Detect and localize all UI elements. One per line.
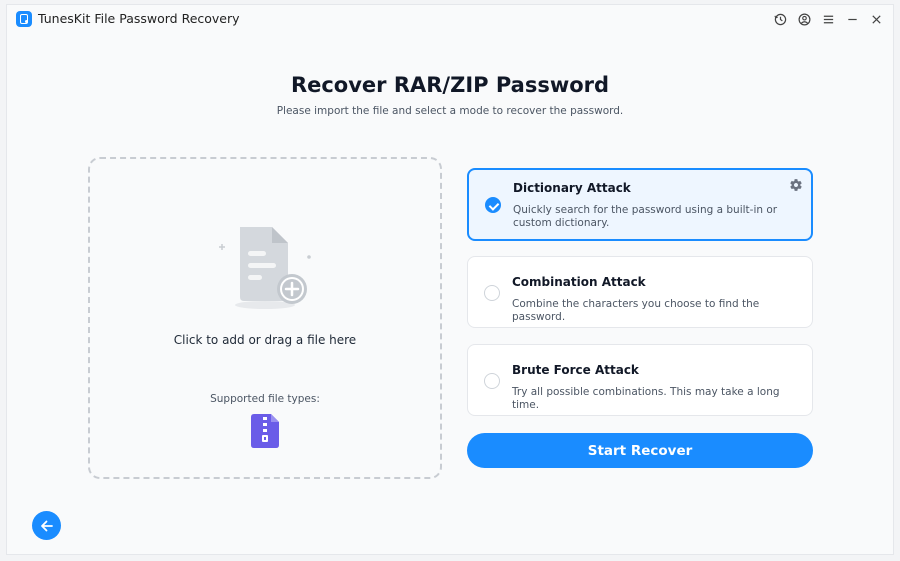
title-bar: TunesKit File Password Recovery: [7, 5, 893, 35]
close-icon[interactable]: [866, 9, 887, 30]
app-title: TunesKit File Password Recovery: [38, 11, 240, 26]
gear-icon[interactable]: [789, 178, 803, 192]
menu-icon[interactable]: [818, 9, 839, 30]
mode-desc-brute-force-attack: Try all possible combinations. This may …: [512, 386, 780, 411]
start-recover-button[interactable]: Start Recover: [467, 433, 813, 468]
page-title: Recover RAR/ZIP Password: [290, 73, 610, 97]
mode-title-combination-attack: Combination Attack: [512, 275, 646, 289]
mode-card-dictionary-attack[interactable]: Dictionary Attack Quickly search for the…: [467, 168, 813, 241]
app-logo-icon: [16, 11, 32, 27]
dropzone-prompt: Click to add or drag a file here: [173, 333, 357, 347]
radio-brute-force-attack[interactable]: [484, 373, 500, 389]
zip-file-icon: [251, 414, 279, 448]
mode-desc-combination-attack: Combine the characters you choose to fin…: [512, 298, 760, 323]
minimize-icon[interactable]: [842, 9, 863, 30]
arrow-left-icon: [40, 520, 53, 531]
mode-title-dictionary-attack: Dictionary Attack: [513, 181, 631, 195]
app-window: TunesKit File Password Recovery Recover …: [6, 4, 894, 555]
supported-types-label: Supported file types:: [210, 393, 320, 405]
history-icon[interactable]: [770, 9, 791, 30]
mode-card-brute-force-attack[interactable]: Brute Force Attack Try all possible comb…: [467, 344, 813, 416]
mode-desc-dictionary-attack: Quickly search for the password using a …: [513, 204, 778, 229]
page-subtitle: Please import the file and select a mode…: [276, 105, 624, 117]
add-file-icon: [219, 227, 311, 309]
mode-title-brute-force-attack: Brute Force Attack: [512, 363, 639, 377]
radio-dictionary-attack[interactable]: [485, 197, 501, 213]
window-controls: [770, 9, 887, 30]
file-dropzone[interactable]: Click to add or drag a file here Support…: [88, 157, 442, 479]
mode-card-combination-attack[interactable]: Combination Attack Combine the character…: [467, 256, 813, 328]
back-button[interactable]: [32, 511, 61, 540]
account-icon[interactable]: [794, 9, 815, 30]
radio-combination-attack[interactable]: [484, 285, 500, 301]
